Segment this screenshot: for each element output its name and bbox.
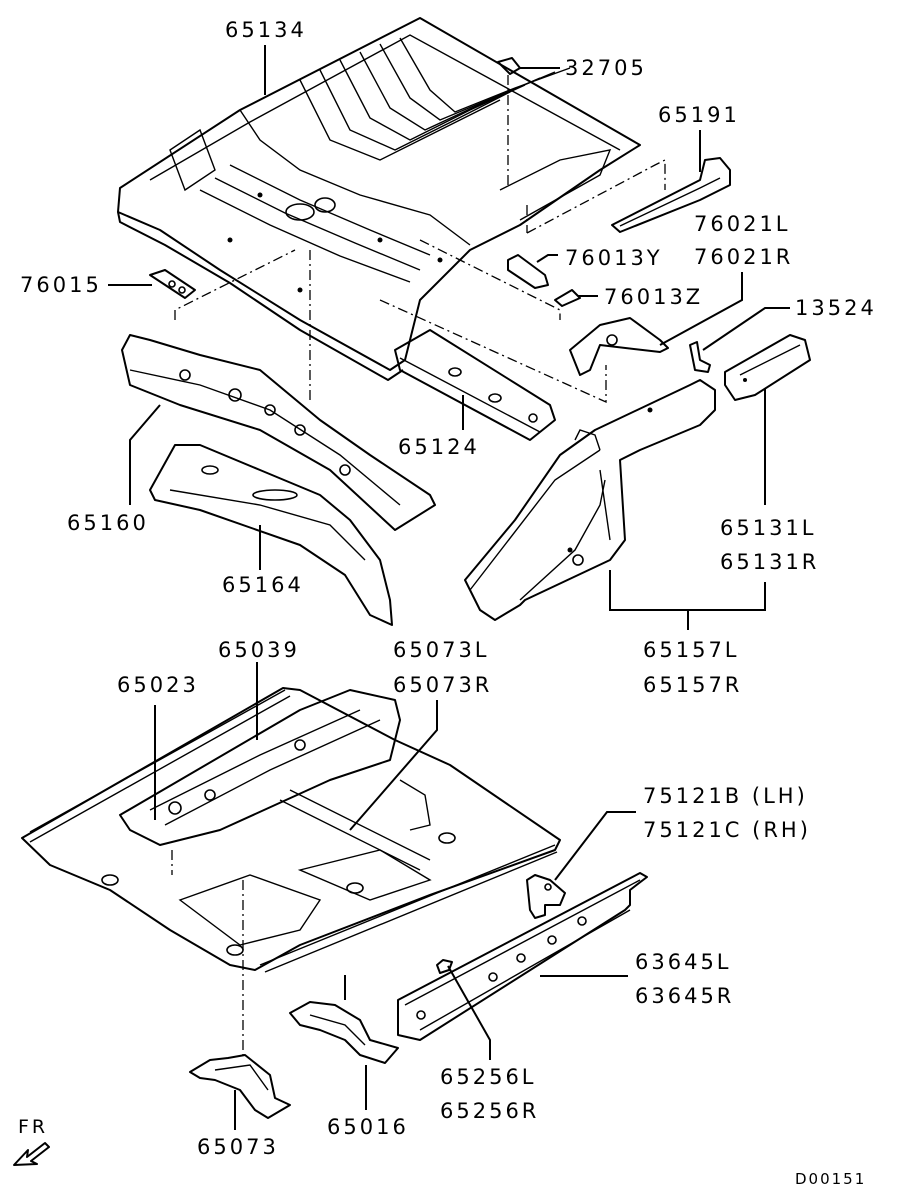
side-member-65157[interactable] — [464, 379, 716, 621]
label-65131L[interactable]: 65131L — [720, 516, 817, 540]
member-65124[interactable] — [394, 329, 556, 441]
label-65160[interactable]: 65160 — [67, 511, 149, 535]
bracket-76013Z[interactable] — [554, 289, 581, 307]
label-65157R[interactable]: 65157R — [643, 673, 743, 697]
arrow-front-left-icon — [13, 1142, 50, 1166]
label-75121C-RH[interactable]: 75121C (RH) — [643, 818, 811, 842]
label-65256L[interactable]: 65256L — [440, 1065, 537, 1089]
label-65073R[interactable]: 65073R — [393, 673, 493, 697]
label-65191[interactable]: 65191 — [658, 103, 740, 127]
drawing-code: D00151 — [795, 1170, 867, 1188]
guide-76015 — [174, 249, 296, 320]
leader-76021 — [659, 272, 743, 346]
label-65124[interactable]: 65124 — [398, 435, 480, 459]
label-65039[interactable]: 65039 — [218, 638, 300, 662]
label-76013Y[interactable]: 76013Y — [565, 246, 663, 270]
crossmember-65164[interactable] — [149, 444, 393, 626]
label-65073[interactable]: 65073 — [197, 1135, 279, 1159]
crossmember-65160[interactable] — [121, 334, 436, 531]
leader-65160 — [129, 404, 161, 505]
leader-65073LR — [349, 700, 438, 831]
front-floor-pan-65023[interactable] — [21, 687, 561, 973]
label-65164[interactable]: 65164 — [222, 573, 304, 597]
leader-76013Y — [536, 254, 558, 263]
label-65131R[interactable]: 65131R — [720, 550, 820, 574]
tunnel-reinforcement-65039[interactable] — [119, 689, 401, 846]
label-63645L[interactable]: 63645L — [635, 950, 732, 974]
leader-13524 — [702, 307, 790, 351]
member-65131[interactable] — [724, 334, 811, 401]
rear-floor-pan-65134[interactable] — [117, 17, 641, 381]
clip-32705[interactable] — [497, 57, 521, 75]
sill-63645[interactable] — [397, 872, 648, 1041]
label-63645R[interactable]: 63645R — [635, 984, 735, 1008]
bracket-65016[interactable] — [289, 1001, 399, 1064]
label-65073L[interactable]: 65073L — [393, 638, 490, 662]
leader-65256 — [447, 965, 491, 1060]
label-75121B-LH[interactable]: 75121B (LH) — [643, 784, 808, 808]
bracket-76021[interactable] — [569, 317, 669, 376]
guide-76013 — [419, 239, 561, 320]
label-76013Z[interactable]: 76013Z — [604, 285, 704, 309]
bracket-65256[interactable] — [436, 959, 453, 974]
bracket-leader-65131-65157 — [609, 570, 766, 611]
label-76021R[interactable]: 76021R — [694, 245, 794, 269]
label-13524[interactable]: 13524 — [795, 296, 877, 320]
bracket-76015[interactable] — [149, 269, 196, 299]
guide-76021 — [379, 299, 607, 404]
label-65134[interactable]: 65134 — [225, 18, 307, 42]
bracket-75121[interactable] — [526, 874, 566, 919]
label-65016[interactable]: 65016 — [327, 1115, 409, 1139]
bolt-13524[interactable] — [689, 341, 711, 373]
label-76015[interactable]: 76015 — [20, 273, 102, 297]
leader-75121 — [554, 811, 636, 881]
bracket-76013Y[interactable] — [507, 254, 549, 289]
label-76021L[interactable]: 76021L — [694, 212, 791, 236]
label-65157L[interactable]: 65157L — [643, 638, 740, 662]
reinforcement-65191[interactable] — [611, 157, 731, 233]
bracket-65073[interactable] — [189, 1054, 291, 1119]
label-65256R[interactable]: 65256R — [440, 1099, 540, 1123]
label-32705[interactable]: 32705 — [565, 56, 647, 80]
direction-label: FR — [18, 1116, 49, 1138]
label-65023[interactable]: 65023 — [117, 673, 199, 697]
